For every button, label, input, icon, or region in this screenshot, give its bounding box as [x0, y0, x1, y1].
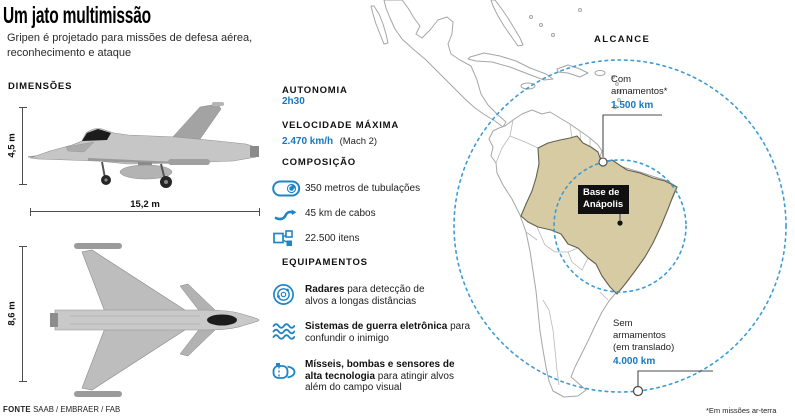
- composition-item: 22.500 itens: [305, 233, 360, 244]
- composition-label: COMPOSIÇÃO: [282, 157, 356, 168]
- central-america-outline: [383, 0, 507, 128]
- equipment-label: EQUIPAMENTOS: [282, 257, 368, 268]
- gripen-side-view: [28, 102, 259, 188]
- missile-icon: [272, 363, 296, 379]
- baja-outline: [370, 5, 389, 45]
- cable-icon: [274, 209, 297, 221]
- cuba-outline: [467, 52, 554, 81]
- range-circle-unarmed: [453, 59, 787, 393]
- gripen-top-view: [50, 243, 260, 397]
- max-speed-note: (Mach 2): [339, 136, 378, 147]
- unarmed-range-value: 4.000 km: [613, 356, 656, 367]
- unarmed-range-label: Sem armamentos (em translado) 4.000 km: [613, 318, 675, 367]
- source-value: SAAB / EMBRAER / FAB: [33, 405, 121, 414]
- hispaniola-outline: [556, 64, 589, 78]
- composition-item: 45 km de cabos: [305, 208, 376, 219]
- range-circle-armed: [553, 159, 687, 293]
- page-title: Um jato multimissão: [3, 2, 151, 28]
- florida-outline: [490, 0, 524, 47]
- equipment-item: Radares para detecção de alvos a longas …: [305, 284, 425, 307]
- map-heading: ALCANCE: [594, 34, 651, 45]
- unarmed-range-marker: [632, 385, 644, 397]
- tubing-icon: [272, 180, 301, 197]
- jamaica-outline: [520, 82, 536, 90]
- height-dimension-label: 4,5 m: [6, 133, 18, 158]
- armed-range-value: 1.500 km: [611, 100, 654, 111]
- equipment-item: Sistemas de guerra eletrônica para confu…: [305, 321, 471, 344]
- length-dimension-line: [30, 207, 260, 216]
- max-speed-value-row: 2.470 km/h (Mach 2): [282, 131, 377, 149]
- armed-range-label: Com armamentos* 1.500 km: [611, 74, 668, 111]
- waves-icon: [272, 323, 295, 340]
- americas-map: [370, 0, 787, 398]
- puerto-rico-outline: [594, 70, 606, 76]
- composition-item: 350 metros de tubulações: [305, 183, 421, 194]
- height-dimension-line: [18, 107, 27, 185]
- max-speed-value: 2.470 km/h: [282, 136, 334, 147]
- armed-callout-line: [602, 114, 662, 157]
- armed-range-marker: [598, 157, 608, 167]
- length-dimension-label: 15,2 m: [130, 199, 160, 210]
- wingspan-dimension-line: [18, 246, 27, 382]
- source-credit: FONTE SAAB / EMBRAER / FAB: [3, 405, 120, 414]
- max-speed-label: VELOCIDADE MÁXIMA: [282, 120, 400, 131]
- wingspan-dimension-label: 8,6 m: [6, 301, 18, 326]
- equipment-item: Mísseis, bombas e sensores de alta tecno…: [305, 359, 455, 393]
- brazil-shape: [520, 135, 678, 295]
- autonomy-label: AUTONOMIA: [282, 85, 348, 96]
- radar-icon: [273, 284, 294, 305]
- parts-icon: [273, 230, 293, 246]
- autonomy-value: 2h30: [282, 96, 305, 107]
- base-label: Base de Anápolis: [578, 185, 630, 214]
- unarmed-callout-line: [637, 370, 713, 386]
- base-dot: [617, 220, 623, 226]
- dimensions-heading: DIMENSÕES: [8, 81, 73, 92]
- map-footnote: *Em missões ar-terra: [706, 406, 777, 415]
- source-label: FONTE: [3, 405, 31, 414]
- page-subtitle: Gripen é projetado para missões de defes…: [7, 32, 253, 59]
